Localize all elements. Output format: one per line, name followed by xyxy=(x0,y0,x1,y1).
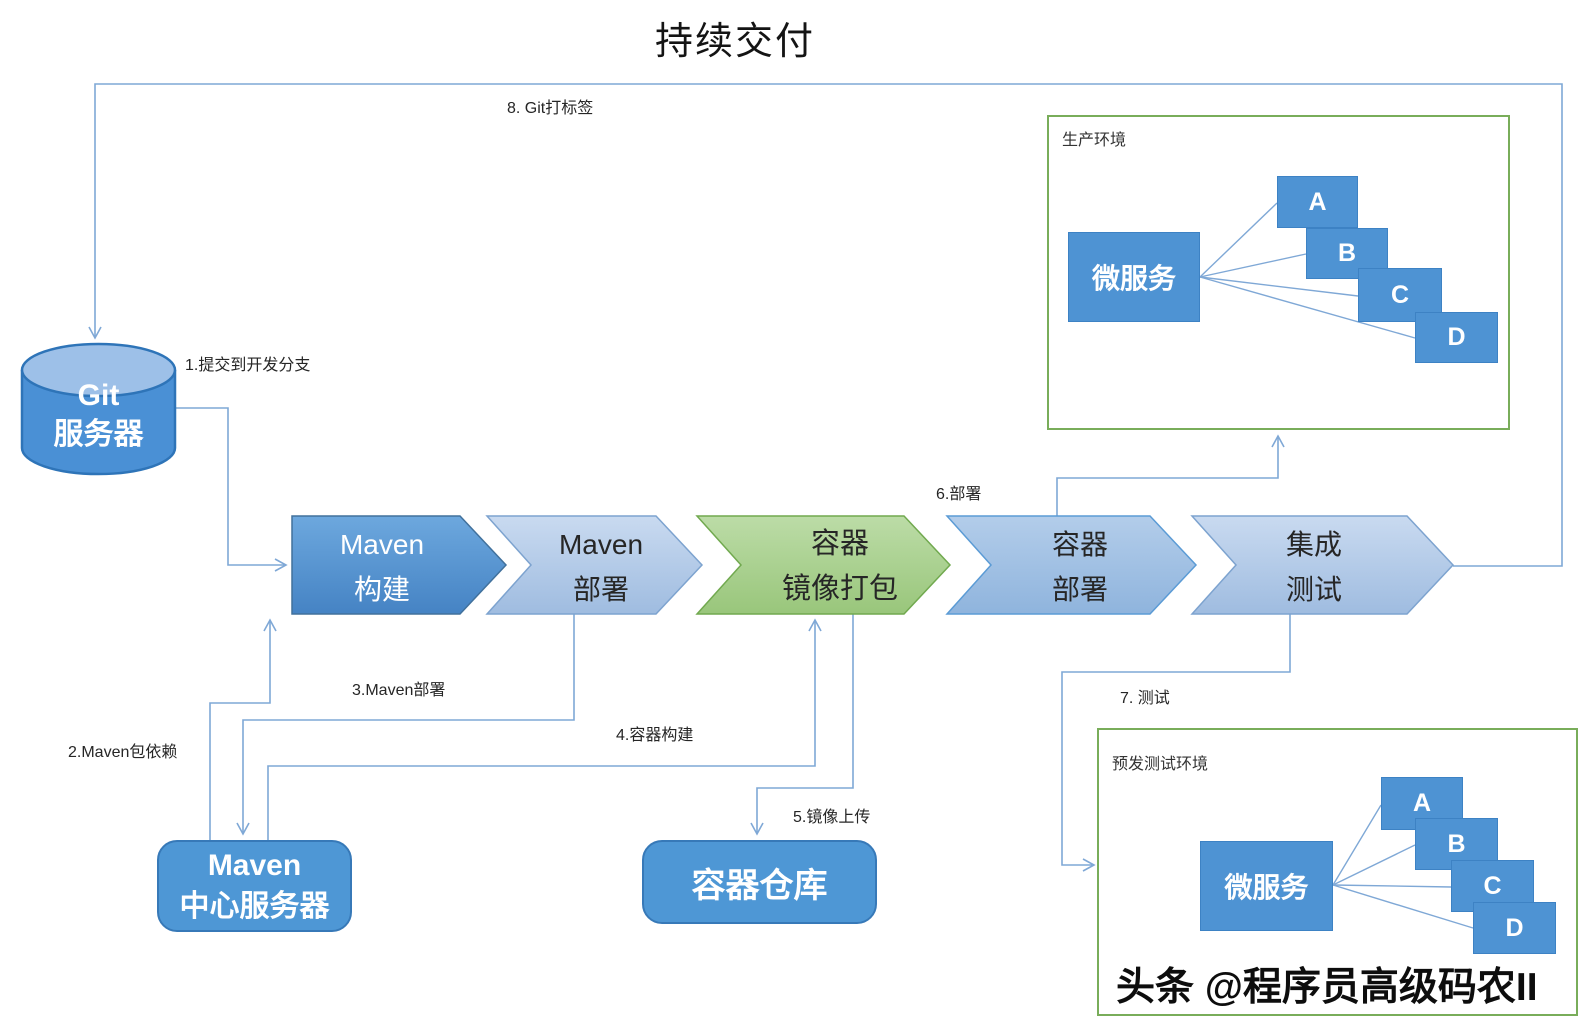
step-label: Maven xyxy=(339,529,425,560)
step-label: 构建 xyxy=(353,574,410,605)
staging-fanout-lines xyxy=(1332,804,1474,929)
pipeline-step-image-package: 容器 镜像打包 xyxy=(748,519,932,615)
edge-git-tag xyxy=(88,83,1563,567)
microservice-label: 微服务 xyxy=(1091,263,1176,294)
maven-central-node: Maven 中心服务器 xyxy=(157,840,352,932)
instance-label: C xyxy=(1390,280,1410,309)
edge-commit xyxy=(175,407,288,572)
chevron-container-deploy xyxy=(945,515,1198,615)
edge-image-upload xyxy=(750,614,854,836)
pipeline-step-maven-deploy: Maven 部署 xyxy=(515,519,687,615)
edge-label-container-build: 4.容器构建 xyxy=(616,727,694,744)
instance-label: B xyxy=(1337,239,1357,267)
git-server-cylinder xyxy=(20,342,177,476)
instance-label: A xyxy=(1412,789,1432,817)
production-instance-d: D xyxy=(1415,312,1498,363)
maven-central-line2: 中心服务器 xyxy=(179,890,330,923)
step-label: 镜像打包 xyxy=(781,573,898,605)
maven-central-line1: Maven xyxy=(207,849,302,882)
step-label: 容器 xyxy=(810,528,869,560)
edge-test xyxy=(1061,614,1291,872)
step-label: 部署 xyxy=(1051,574,1108,605)
pipeline-step-maven-build: Maven 构建 xyxy=(296,519,468,615)
edge-label-maven-deploy: 3.Maven部署 xyxy=(352,682,446,699)
production-fanout-lines xyxy=(1199,202,1416,339)
production-microservice-node: 微服务 xyxy=(1068,232,1200,322)
page-title: 持续交付 xyxy=(655,21,816,63)
edge-maven-deploy xyxy=(236,614,575,836)
container-registry-label: 容器仓库 xyxy=(691,866,828,905)
pipeline-step-container-deploy: 容器 部署 xyxy=(988,519,1172,615)
instance-label: D xyxy=(1447,323,1466,351)
container-registry-node: 容器仓库 xyxy=(642,840,877,924)
chevron-integration-test xyxy=(1190,515,1455,615)
step-label: 集成 xyxy=(1285,529,1342,560)
edge-label-deploy: 6.部署 xyxy=(936,486,982,503)
step-label: 容器 xyxy=(1051,529,1108,560)
microservice-label: 微服务 xyxy=(1224,872,1309,903)
production-environment-box xyxy=(1047,115,1510,430)
production-environment-title: 生产环境 xyxy=(1062,132,1127,149)
staging-environment-title: 预发测试环境 xyxy=(1112,756,1209,773)
watermark-text: 头条 @程序员高级码农II xyxy=(1116,966,1538,1009)
staging-environment-box xyxy=(1097,728,1578,1016)
step-label: 部署 xyxy=(572,574,629,605)
edge-maven-dependency xyxy=(209,618,277,840)
staging-instance-d: D xyxy=(1473,902,1556,954)
instance-label: D xyxy=(1505,913,1524,942)
edge-deploy xyxy=(1056,434,1285,516)
edge-label-git-tag: 8. Git打标签 xyxy=(507,100,594,117)
git-server-line2: 服务器 xyxy=(53,418,144,451)
edge-label-test: 7. 测试 xyxy=(1120,690,1170,707)
chevron-maven-build xyxy=(291,515,508,615)
edge-label-commit: 1.提交到开发分支 xyxy=(185,357,311,374)
git-server-node: Git 服务器 xyxy=(22,376,175,454)
edge-label-maven-dependency: 2.Maven包依赖 xyxy=(68,744,178,761)
edge-container-build xyxy=(267,618,822,840)
step-label: Maven xyxy=(558,529,644,560)
step-label: 测试 xyxy=(1285,574,1342,605)
edge-label-image-upload: 5.镜像上传 xyxy=(793,809,871,826)
production-instance-a: A xyxy=(1277,176,1358,228)
chevron-image-package xyxy=(695,515,952,615)
chevron-maven-deploy xyxy=(485,515,704,615)
instance-label: C xyxy=(1483,871,1502,900)
staging-microservice-node: 微服务 xyxy=(1200,841,1333,931)
instance-label: B xyxy=(1447,829,1466,858)
instance-label: A xyxy=(1308,187,1327,216)
git-server-line1: Git xyxy=(77,379,120,412)
pipeline-step-integration-test: 集成 测试 xyxy=(1222,519,1406,615)
